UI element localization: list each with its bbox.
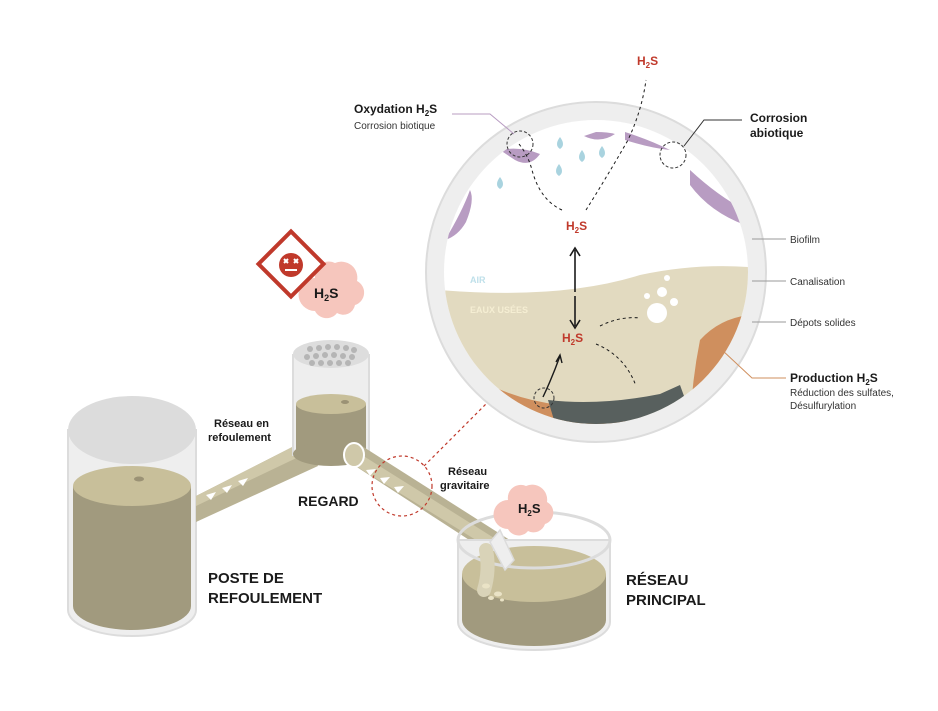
h2s-label-air: H2S	[566, 219, 587, 235]
production-marker	[533, 387, 555, 409]
pipe-cross-section	[425, 101, 767, 443]
zoom-marker	[371, 455, 433, 517]
refoulement-label-l2: refoulement	[208, 432, 271, 444]
gravitaire-label-l2: gravitaire	[440, 480, 490, 492]
h2s-cloud-regard	[298, 261, 365, 319]
h2s-label-top: H2S	[637, 54, 658, 70]
corrosion-abiotique-marker	[659, 141, 687, 169]
reseau-principal-l2: PRINCIPAL	[626, 592, 706, 609]
production-desc2: Désulfurylation	[790, 401, 856, 412]
oxydation-marker	[506, 130, 534, 158]
water-droplets	[497, 137, 605, 189]
gas-bubbles	[644, 275, 678, 323]
canalisation-label: Canalisation	[790, 277, 845, 288]
poste-label-l1: POSTE DE	[208, 570, 284, 587]
eaux-usees-label: EAUX USÉES	[470, 305, 528, 315]
air-zone-label: AIR	[470, 275, 486, 285]
oxydation-title: Oxydation H2S	[354, 102, 437, 118]
refoulement-label-l1: Réseau en	[214, 418, 269, 430]
gravitaire-pipe	[343, 442, 516, 560]
leader-lines	[452, 113, 786, 379]
poste-label-l2: REFOULEMENT	[208, 590, 322, 607]
production-desc1: Réduction des sulfates,	[790, 388, 894, 399]
poste-tank	[67, 396, 197, 637]
h2s-cloud-principal	[493, 484, 554, 536]
reseau-principal-tank	[456, 510, 612, 651]
depots-label: Dépots solides	[790, 318, 856, 329]
corrosion-abiotique-l2: abiotique	[750, 126, 804, 140]
dead-face-icon	[283, 258, 299, 271]
reseau-principal-l1: RÉSEAU	[626, 572, 689, 589]
h2s-label-water: H2S	[562, 331, 583, 347]
h2s-label-principal: H2S	[518, 501, 541, 518]
production-title: Production H2S	[790, 371, 878, 387]
h2s-label-regard: H2S	[314, 285, 338, 303]
toxic-warning-sign	[255, 228, 327, 300]
regard-label: REGARD	[298, 493, 359, 509]
oxydation-desc: Corrosion biotique	[354, 121, 436, 132]
gas-flow-arrows	[518, 79, 647, 398]
gravitaire-label-l1: Réseau	[448, 466, 487, 478]
biofilm-label: Biofilm	[790, 235, 820, 246]
regard-grate	[304, 344, 357, 366]
refoulement-pipe	[196, 440, 318, 522]
corrosion-abiotique-l1: Corrosion	[750, 111, 807, 125]
